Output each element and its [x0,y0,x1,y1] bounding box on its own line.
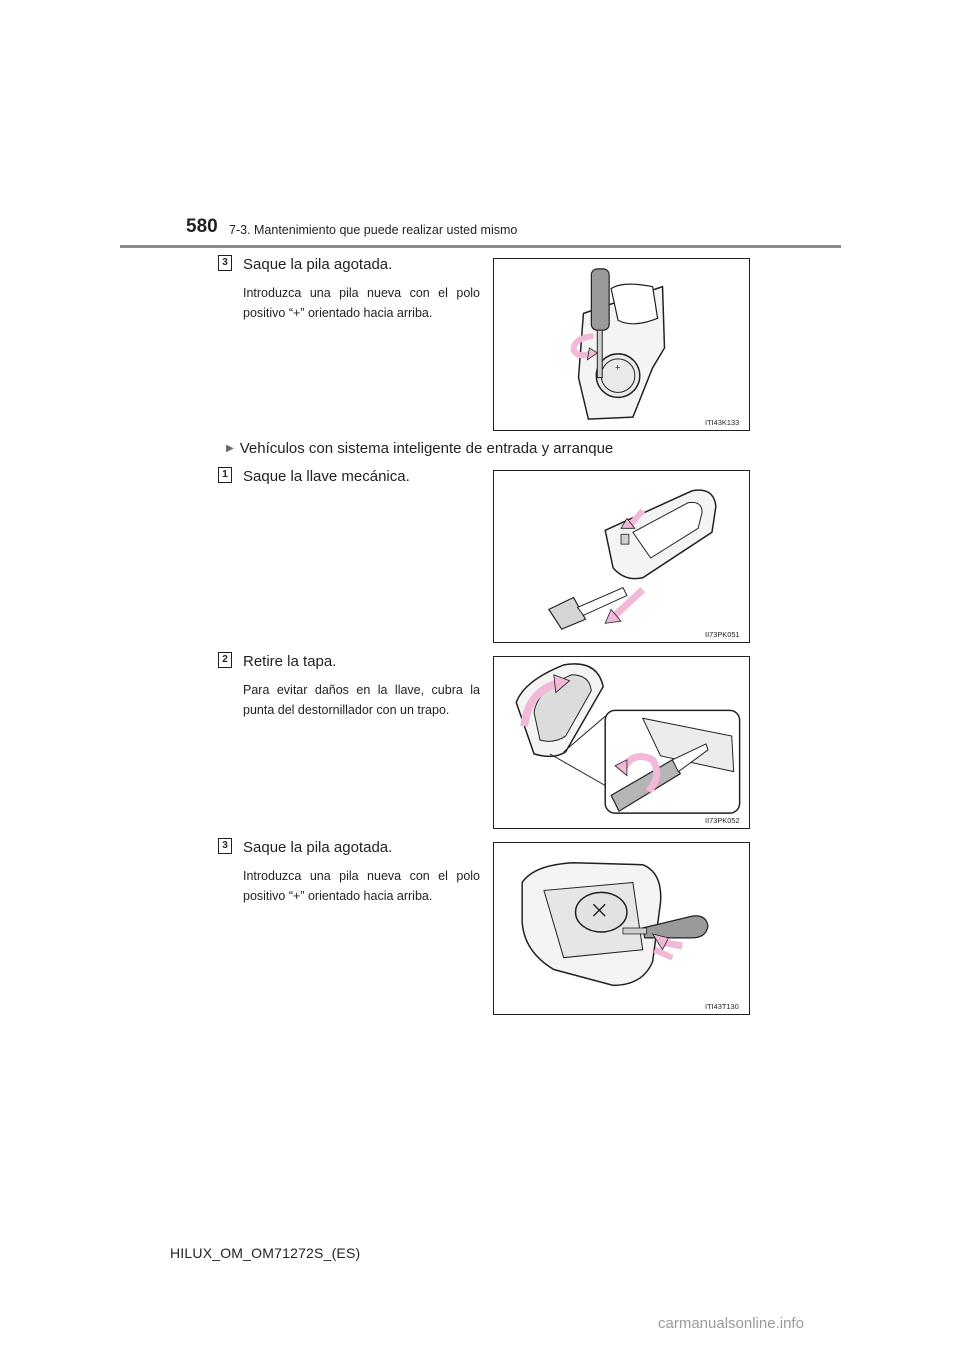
step-note: Para evitar daños en la llave, cubra la … [243,683,480,717]
figure-code: II73PK052 [705,816,740,825]
step-heading: Saque la llave mecánica. [243,468,410,485]
header-divider [120,245,841,248]
figure-code: ITI43K133 [705,418,739,427]
subsection-title: Vehículos con sistema inteligente de ent… [239,440,614,457]
step-badge: 1 [218,467,232,483]
step-heading: Retire la tapa. [243,653,337,670]
page-number: 580 [186,216,218,237]
step-note: Introduzca una pila nueva con el polo po… [243,286,480,320]
step-badge: 3 [218,255,232,271]
figure-code: II73PK051 [705,630,740,639]
figure-illustration: ITI43T130 [521,862,739,1011]
figure-illustration: II73PK051 [547,489,740,639]
document-code: HILUX_OM_OM71272S_(ES) [170,1245,361,1261]
battery-plus-label: + [615,363,620,373]
subsection-heading: ▶ Vehículos con sistema inteligente de e… [226,440,613,457]
figure-illustration: + ITI43K133 [570,268,739,427]
step-badge: 3 [218,838,232,854]
figure-illustration: II73PK052 [515,663,741,825]
step-badge: 2 [218,652,232,668]
figure-remove-battery-mechanical: + ITI43K133 [493,258,750,431]
triangle-right-icon: ▶ [226,443,234,454]
section-title: 7-3. Mantenimiento que puede realizar us… [229,223,518,237]
watermark: carmanualsonline.info [658,1315,804,1332]
figure-remove-cover: II73PK052 [493,656,750,829]
step-note: Introduzca una pila nueva con el polo po… [243,869,480,903]
figure-remove-battery-smart-key: ITI43T130 [493,842,750,1015]
step-heading: Saque la pila agotada. [243,256,393,273]
figure-remove-mechanical-key: II73PK051 [493,470,750,643]
step-heading: Saque la pila agotada. [243,839,393,856]
figure-code: ITI43T130 [705,1002,739,1011]
